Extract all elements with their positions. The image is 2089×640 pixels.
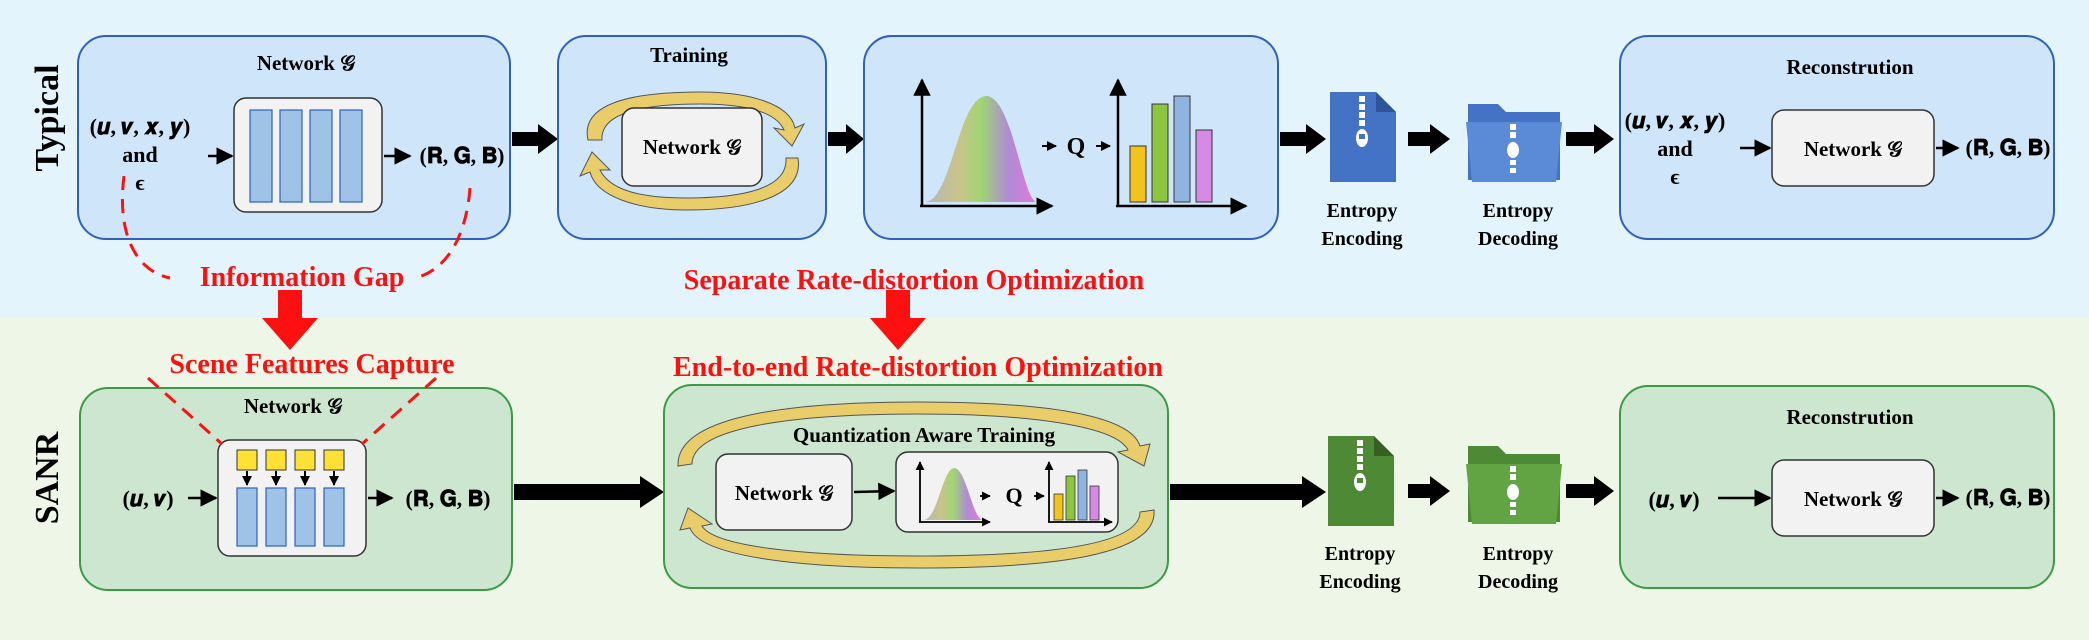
flow-arrow xyxy=(1408,124,1450,154)
flow-arrow xyxy=(514,476,664,508)
training-network-label: Network 𝒢 xyxy=(643,135,742,159)
flow-arrow xyxy=(512,124,558,154)
typical-recon-input-line1: (𝒖, 𝒗, 𝒙, 𝒚) xyxy=(1625,108,1726,134)
sanr-recon-input: (𝒖, 𝒗) xyxy=(1648,487,1699,512)
typical-recon-network-label: Network 𝒢 xyxy=(1804,137,1903,161)
training-network-box xyxy=(621,107,763,187)
sanr-recon-network-box xyxy=(1771,459,1935,537)
mlp-layer xyxy=(249,109,273,203)
flow-arrow xyxy=(1408,476,1450,506)
zip-file-icon xyxy=(1330,92,1396,182)
typical-recon-input-line2: and xyxy=(1657,136,1692,161)
sanr-network-panel: Network 𝒢 (𝒖, 𝒗) (𝐑, 𝐆, 𝐁) xyxy=(79,387,513,591)
sanr-input: (𝒖, 𝒗) xyxy=(122,486,173,511)
row-label-typical: Typical xyxy=(29,64,66,171)
typical-network-panel: Network 𝒢 (𝒖, 𝒗, 𝒙, 𝒚) and ϵ (𝐑, 𝐆, 𝐁) xyxy=(77,35,511,240)
qat-panel: Quantization Aware Training Network 𝒢 Q xyxy=(663,384,1169,589)
mlp-layer xyxy=(323,487,345,547)
qat-quantized-bar-chart xyxy=(1044,461,1113,527)
typical-recon-network-box xyxy=(1771,109,1935,187)
mlp-layer xyxy=(294,487,316,547)
information-gap-curve xyxy=(413,187,472,280)
typical-reconstruction-panel: Reconstrution (𝒖, 𝒗, 𝒙, 𝒚) and ϵ Network… xyxy=(1619,35,2055,240)
mlp-layer xyxy=(339,109,363,203)
typical-entropy-encoding-line2: Encoding xyxy=(1321,228,1402,250)
separate-rd-label: Separate Rate-distortion Optimization xyxy=(684,265,1145,296)
red-down-arrow xyxy=(262,290,318,350)
training-cycle-arrows-lower xyxy=(578,151,799,211)
quantized-bar-chart xyxy=(1109,78,1248,215)
qat-network-label: Network 𝒢 xyxy=(735,481,834,505)
mlp-layer xyxy=(236,487,258,547)
qat-title: Quantization Aware Training xyxy=(793,423,1056,447)
qat-quantization-q: Q xyxy=(1005,483,1022,508)
sanr-network-title: Network 𝒢 xyxy=(244,394,343,418)
flow-arrow xyxy=(1566,476,1614,506)
training-panel: Training Network 𝒢 xyxy=(557,35,827,240)
qat-distribution-curve xyxy=(915,461,991,527)
sanr-entropy-encoding-line1: Entropy xyxy=(1325,543,1396,565)
sanr-entropy-decoding-line1: Entropy xyxy=(1483,543,1554,565)
qat-cycle-arrow-lower xyxy=(679,507,1155,569)
mlp-layer xyxy=(265,487,287,547)
typical-input-line1: (𝒖, 𝒗, 𝒙, 𝒚) xyxy=(90,114,191,140)
information-gap-label: Information Gap xyxy=(200,262,405,293)
typical-recon-input-line3: ϵ xyxy=(1670,164,1679,189)
zip-file-icon xyxy=(1328,436,1394,526)
sanr-entropy-encoding-line2: Encoding xyxy=(1319,571,1400,593)
zip-folder-icon xyxy=(1466,446,1562,524)
typical-entropy-encoding-line1: Entropy xyxy=(1327,200,1398,222)
scene-features-line xyxy=(361,376,437,446)
zip-folder-icon xyxy=(1466,104,1562,182)
typical-recon-output: (𝐑, 𝐆, 𝐁) xyxy=(1966,135,2051,160)
sanr-output: (𝐑, 𝐆, 𝐁) xyxy=(406,486,491,511)
quantization-panel: Q xyxy=(863,35,1279,240)
flow-arrow xyxy=(1566,124,1614,154)
feature-grid xyxy=(236,449,345,486)
scene-features-line xyxy=(147,376,223,446)
mlp-layer xyxy=(309,109,333,203)
training-title: Training xyxy=(650,43,728,67)
typical-entropy-decoding-line2: Decoding xyxy=(1478,228,1558,250)
qat-network-box xyxy=(715,453,853,531)
distribution-curve xyxy=(913,78,1054,215)
flow-arrow xyxy=(1280,124,1326,154)
typical-input-line2: and xyxy=(122,142,157,167)
typical-input-line3: ϵ xyxy=(135,170,144,195)
qat-cycle-arrow-upper xyxy=(677,401,1151,467)
sanr-recon-title: Reconstrution xyxy=(1786,405,1913,429)
typical-network-title: Network 𝒢 xyxy=(257,51,356,75)
row-label-sanr: SANR xyxy=(29,431,66,524)
red-down-arrow xyxy=(870,290,926,350)
sanr-reconstruction-panel: Reconstrution (𝒖, 𝒗) Network 𝒢 (𝐑, 𝐆, 𝐁) xyxy=(1619,385,2055,589)
scene-features-label: Scene Features Capture xyxy=(169,349,454,380)
typical-entropy-decoding-line1: Entropy xyxy=(1483,200,1554,222)
sanr-recon-output: (𝐑, 𝐆, 𝐁) xyxy=(1966,485,2051,510)
sanr-recon-network-label: Network 𝒢 xyxy=(1804,487,1903,511)
typical-recon-title: Reconstrution xyxy=(1786,55,1913,79)
end-to-end-rd-label: End-to-end Rate-distortion Optimization xyxy=(673,352,1163,383)
information-gap-curve xyxy=(121,175,171,280)
sanr-entropy-decoding-line2: Decoding xyxy=(1478,571,1558,593)
flow-arrow xyxy=(1170,476,1326,508)
mlp-layer xyxy=(279,109,303,203)
quantization-q: Q xyxy=(1067,134,1086,160)
typical-output: (𝐑, 𝐆, 𝐁) xyxy=(420,143,505,168)
flow-arrow xyxy=(828,124,864,154)
